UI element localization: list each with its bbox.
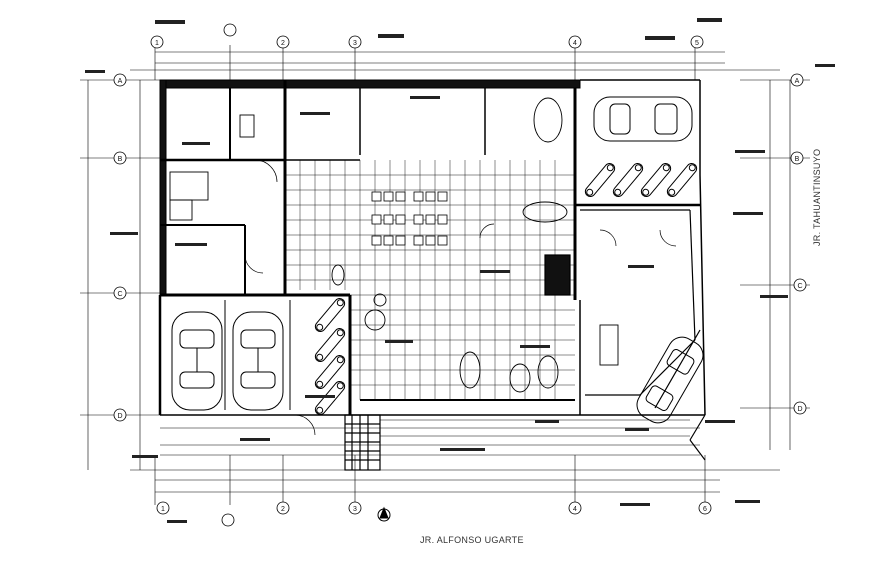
angled-walls xyxy=(580,209,706,461)
parked-car-left xyxy=(171,311,223,411)
floor-tile-grid xyxy=(285,160,575,400)
waiting-chairs xyxy=(371,191,448,246)
grid-col-2-bottom: 2 xyxy=(281,506,285,513)
grid-row-d-right: D xyxy=(797,406,802,413)
parked-car-right xyxy=(232,311,284,411)
grid-col-1: 1 xyxy=(155,40,159,47)
bottom-dimension-lines xyxy=(130,455,780,505)
grid-row-b: B xyxy=(118,156,123,163)
grid-row-c-right: C xyxy=(797,283,802,290)
grid-col-2: 2 xyxy=(281,40,285,47)
street-label-bottom: JR. ALFONSO UGARTE xyxy=(420,535,524,545)
street-label-right: JR. TAHUANTINSUYO xyxy=(812,148,822,246)
grid-col-4: 4 xyxy=(573,40,577,47)
door-swings xyxy=(244,159,677,436)
exterior-walls xyxy=(158,79,706,416)
grid-col-3-bottom: 3 xyxy=(353,506,357,513)
grid-row-c: C xyxy=(117,291,122,298)
grid-col-4-bottom: 4 xyxy=(573,506,577,513)
grid-bubbles-right xyxy=(790,73,807,415)
parked-car-top-right xyxy=(593,96,693,142)
interior-walls xyxy=(160,80,700,415)
grid-row-d: D xyxy=(117,413,122,420)
annotation-marks xyxy=(85,18,835,523)
grid-col-5: 5 xyxy=(695,40,699,47)
grid-column-labels: 1 2 3 4 5 1 2 3 4 6 xyxy=(155,40,707,513)
grid-bubbles-top xyxy=(150,23,704,49)
grid-row-a: A xyxy=(118,78,123,85)
grid-col-1-bottom: 1 xyxy=(161,506,165,513)
grid-col-6-bottom: 6 xyxy=(703,506,707,513)
grid-bubbles-bottom xyxy=(156,501,712,527)
parked-car-angled xyxy=(636,336,704,424)
grid-col-3: 3 xyxy=(353,40,357,47)
grid-row-b-right: B xyxy=(795,156,800,163)
motorcycles-top xyxy=(584,163,698,197)
north-arrow-symbol xyxy=(377,506,391,522)
grid-row-a-right: A xyxy=(795,78,800,85)
grid-bubbles-left xyxy=(113,73,127,422)
grid-row-labels: A B C D A B C D xyxy=(117,78,802,420)
fixtures xyxy=(169,97,619,393)
motorcycles-left xyxy=(314,298,346,415)
top-dimension-lines xyxy=(130,45,780,80)
sidewalk xyxy=(160,419,700,456)
stairs xyxy=(344,254,571,471)
